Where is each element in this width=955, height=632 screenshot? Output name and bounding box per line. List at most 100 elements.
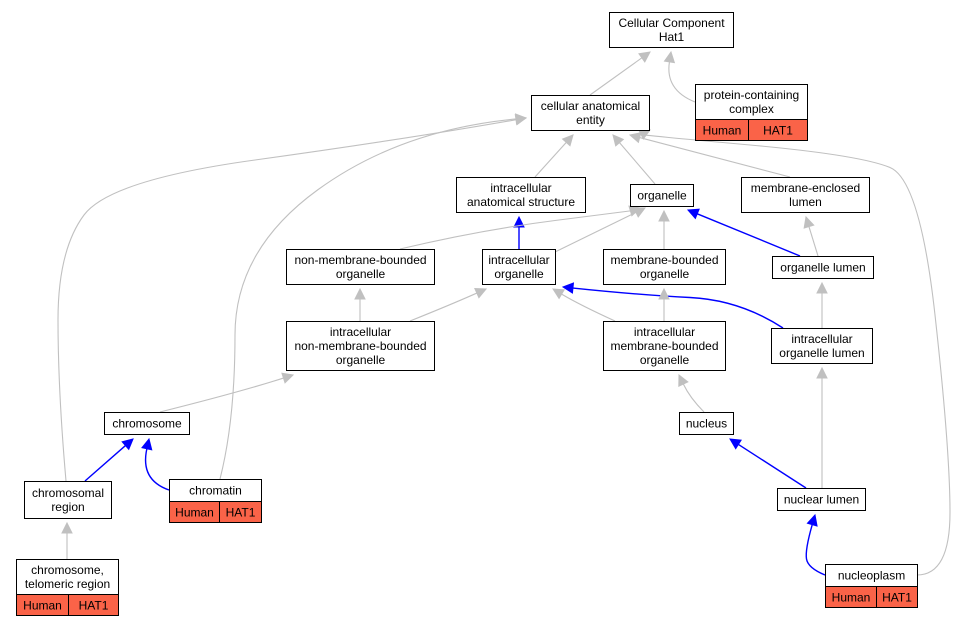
- edge-chromosome_telomeric_region-to-chromosomal_region: [61, 521, 73, 559]
- node-label-line: organelle lumen: [780, 261, 865, 275]
- edge-nucleus-to-intracellular_membrane_bounded_organelle: [678, 373, 705, 413]
- arrowhead: [281, 372, 295, 384]
- node-label-line: non-membrane-bounded: [294, 339, 426, 353]
- arrowhead: [513, 215, 525, 228]
- edge-intracellular_organelle_lumen-to-intracellular_organelle: [561, 282, 784, 329]
- node-label-line: lumen: [789, 195, 822, 209]
- edge-membrane_enclosed_lumen-to-cellular_anatomical_entity: [628, 132, 791, 178]
- node-label-line: intracellular: [490, 181, 551, 195]
- node-label-line: non-membrane-bounded: [294, 253, 426, 267]
- edges-layer: [57, 50, 951, 576]
- node-label-line: organelle: [640, 353, 690, 367]
- edge-line: [159, 377, 284, 413]
- node-label-line: entity: [576, 113, 605, 127]
- node-organelle-lumen[interactable]: organelle lumen: [772, 256, 874, 279]
- species-tag: Human: [832, 591, 871, 605]
- edge-chromatin-to-cellular_anatomical_entity: [219, 113, 528, 480]
- arrowhead: [633, 207, 647, 218]
- arrowhead: [141, 437, 153, 451]
- edge-chromosomal_region-to-chromosome: [84, 438, 134, 482]
- arrowhead: [729, 438, 742, 450]
- species-tag: Human: [175, 506, 214, 520]
- edge-line: [589, 57, 643, 96]
- gene-tag: HAT1: [79, 599, 109, 613]
- edge-line: [84, 445, 126, 482]
- arrowhead: [612, 134, 625, 147]
- node-chromosome[interactable]: chromosome: [104, 412, 190, 435]
- node-nucleus[interactable]: nucleus: [679, 412, 734, 435]
- node-label-line: membrane-bounded: [610, 253, 718, 267]
- arrowhead: [474, 287, 488, 299]
- edge-organelle_lumen-to-membrane_enclosed_lumen: [803, 215, 819, 257]
- edge-line: [738, 443, 807, 489]
- gene-tag: HAT1: [226, 506, 256, 520]
- edge-line: [561, 293, 616, 322]
- edge-line: [399, 210, 631, 250]
- node-label-line: intracellular: [791, 332, 852, 346]
- node-box: [286, 321, 435, 371]
- edge-intracellular_non_membrane_bounded_organelle-to-intracellular_organelle: [409, 287, 488, 322]
- arrowhead: [561, 282, 575, 294]
- arrowhead: [663, 50, 676, 64]
- node-label-line: organelle lumen: [779, 346, 864, 360]
- gene-tag-cell: [68, 594, 119, 616]
- node-box: [603, 249, 726, 285]
- gene-tag: HAT1: [882, 591, 912, 605]
- node-label-line: membrane-enclosed: [751, 181, 860, 195]
- arrowhead: [61, 521, 73, 534]
- edge-organelle_lumen-to-organelle: [686, 208, 801, 257]
- edge-line: [668, 61, 696, 103]
- node-label-line: organelle: [640, 267, 690, 281]
- node-label-line: chromosomal: [32, 486, 104, 500]
- arrowhead: [658, 287, 670, 300]
- node-label-line: intracellular: [330, 325, 391, 339]
- node-label-line: Hat1: [659, 30, 685, 44]
- arrowhead: [514, 113, 528, 125]
- node-label-line: cellular anatomical: [541, 99, 640, 113]
- edge-intracellular_organelle-to-organelle: [554, 207, 647, 253]
- node-label-line: intracellular: [488, 253, 549, 267]
- node-organelle[interactable]: organelle: [630, 184, 694, 207]
- edge-line: [808, 226, 819, 257]
- node-box: [777, 488, 866, 511]
- node-box: [741, 177, 870, 213]
- arrowhead: [803, 215, 815, 229]
- node-label-line: chromatin: [189, 484, 242, 498]
- gene-tag: HAT1: [763, 124, 793, 138]
- gene-tag-cell: [748, 119, 808, 141]
- edge-line: [554, 211, 637, 253]
- node-label-line: protein-containing: [704, 88, 799, 102]
- node-box: [771, 328, 873, 364]
- node-label-line: nucleus: [686, 417, 727, 431]
- edge-chromatin-to-chromosome: [141, 437, 170, 491]
- node-label-line: nucleoplasm: [838, 569, 905, 583]
- node-box: [24, 481, 112, 519]
- arrowhead: [628, 132, 642, 144]
- node-label-line: nuclear lumen: [784, 493, 859, 507]
- arrowhead: [816, 366, 828, 379]
- arrowhead: [121, 438, 134, 451]
- node-label-line: membrane-bounded: [610, 339, 718, 353]
- node-nuclear-lumen[interactable]: nuclear lumen: [777, 488, 866, 511]
- arrowhead: [561, 134, 574, 147]
- edge-line: [640, 133, 951, 576]
- arrowhead: [678, 373, 689, 387]
- edge-intracellular_non_membrane_bounded_organelle-to-non_membrane_bounded_organelle: [354, 287, 366, 321]
- node-intracellular-non-membrane-bounded-organelle[interactable]: intracellularnon-membrane-boundedorganel…: [286, 321, 435, 371]
